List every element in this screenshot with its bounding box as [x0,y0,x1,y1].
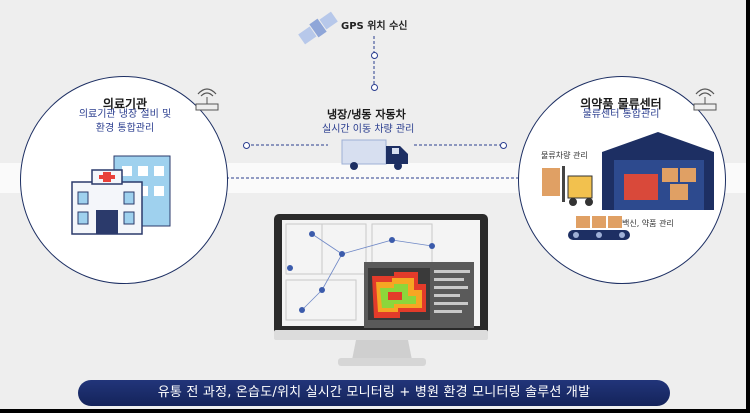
conveyor-label: 백신, 약품 관리 [622,219,674,228]
forklift-label: 물류차량 관리 [541,151,588,160]
wifi-router-icon [195,88,219,111]
hospital-title: 의료기관 [102,97,148,111]
truck-icon [341,139,408,170]
hospital-building-icon [71,155,171,235]
connector-dot [243,142,250,149]
logistics-subtitle: 물류센터 통합관리 [582,109,660,120]
connector-dot [500,142,507,149]
hospital-subtitle-line2: 환경 통합관리 [95,123,155,134]
hospital-circle [20,76,228,284]
wifi-router-icon [693,88,717,111]
heatmap-panel [364,262,474,328]
floorplan-map [285,223,435,321]
truck-title: 냉장/냉동 자동차 [327,108,406,121]
truck-subtitle: 실시간 이동 차량 관리 [322,124,415,135]
conveyor-icon [568,216,630,240]
gps-label: GPS 위치 수신 [341,21,408,32]
hospital-subtitle-line1: 의료기관 냉장 설비 및 [78,109,172,120]
satellite-icon [298,11,338,45]
warehouse-icon [602,132,714,210]
connector-dot [371,52,378,59]
forklift-icon [542,166,593,206]
logistics-title: 의약품 물류센터 [580,97,662,111]
footer-banner: 유통 전 과정, 온습도/위치 실시간 모니터링 + 병원 환경 모니터링 솔루… [78,380,670,406]
connector-dot [371,84,378,91]
